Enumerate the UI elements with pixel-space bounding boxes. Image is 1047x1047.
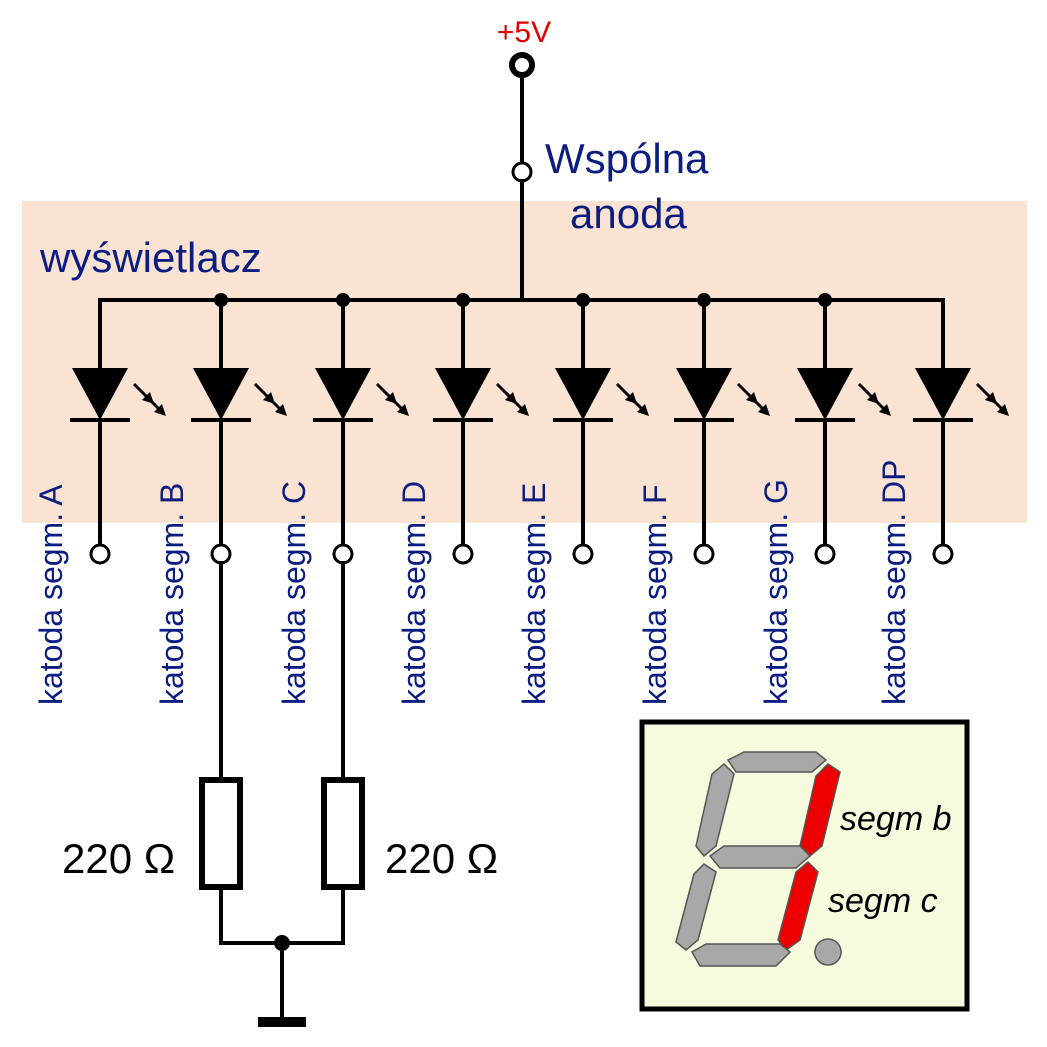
seven-segment-display: segm b segm c bbox=[639, 719, 970, 1012]
led-diode-icon bbox=[193, 368, 249, 420]
cathode-terminal-icon bbox=[210, 543, 232, 565]
segment-e bbox=[675, 863, 717, 951]
light-arrowhead bbox=[879, 404, 891, 416]
led-diode-icon bbox=[555, 368, 611, 420]
light-arrowhead bbox=[997, 404, 1009, 416]
resistor-left-label: 220 Ω bbox=[62, 835, 175, 882]
cathode-label-e: katoda segm. E bbox=[516, 483, 552, 705]
cathode-label-a: katoda segm. A bbox=[33, 484, 69, 705]
resistor-network bbox=[199, 561, 365, 1027]
cathode-label-h: katoda segm. DP bbox=[876, 460, 912, 705]
anode-terminal-icon bbox=[511, 161, 533, 183]
segment-g bbox=[708, 845, 812, 869]
cathode-terminal-icon bbox=[814, 543, 836, 565]
segment-f bbox=[695, 762, 735, 858]
bus-junction-dot bbox=[576, 293, 590, 307]
led-diode-icon bbox=[315, 368, 371, 420]
display-label: wyświetlacz bbox=[39, 234, 262, 281]
display-region bbox=[22, 201, 1027, 523]
bus-junction-dot bbox=[697, 293, 711, 307]
anode-label-line1: Wspólna bbox=[545, 135, 709, 182]
cathode-terminal-icon bbox=[89, 543, 111, 565]
cathode-terminal-icon bbox=[932, 543, 954, 565]
segment-d bbox=[690, 943, 792, 967]
cathode-label-b: katoda segm. B bbox=[154, 483, 190, 705]
cathode-terminal-icon bbox=[572, 543, 594, 565]
supply-label: +5V bbox=[497, 16, 551, 49]
bus-junction-dot bbox=[336, 293, 350, 307]
cathode-label-c: katoda segm. C bbox=[276, 481, 312, 705]
led-diode-icon bbox=[676, 368, 732, 420]
cathode-label-f: katoda segm. F bbox=[637, 484, 673, 705]
segment-dp bbox=[814, 938, 842, 966]
segment-c-label: segm c bbox=[828, 882, 938, 920]
light-arrowhead bbox=[154, 404, 166, 416]
resistor-right-label: 220 Ω bbox=[385, 835, 498, 882]
led-diode-icon bbox=[915, 368, 971, 420]
light-arrowhead bbox=[397, 404, 409, 416]
led-diode-icon bbox=[435, 368, 491, 420]
led-array: katoda segm. A katoda segm. B katoda segm.… bbox=[33, 293, 1009, 705]
cathode-label-d: katoda segm. D bbox=[396, 481, 432, 705]
bus-junction-dot bbox=[214, 293, 228, 307]
bus-junction-dot bbox=[456, 293, 470, 307]
light-arrowhead bbox=[637, 404, 649, 416]
resistor-left-icon bbox=[199, 777, 243, 890]
cathode-label-g: katoda segm. G bbox=[758, 479, 794, 705]
cathode-terminal-icon bbox=[332, 543, 354, 565]
light-arrowhead bbox=[758, 404, 770, 416]
cathode-terminal-icon bbox=[452, 543, 474, 565]
segment-b-label: segm b bbox=[840, 800, 952, 838]
light-arrowhead bbox=[275, 404, 287, 416]
led-diode-icon bbox=[797, 368, 853, 420]
ground-icon bbox=[258, 1017, 306, 1027]
light-arrowhead bbox=[517, 404, 529, 416]
anode-label-line2: anoda bbox=[570, 190, 687, 237]
bus-junction-dot bbox=[818, 293, 832, 307]
led-diode-icon bbox=[72, 368, 128, 420]
resistor-right-icon bbox=[321, 777, 365, 890]
cathode-terminal-icon bbox=[693, 543, 715, 565]
supply-terminal-icon bbox=[509, 52, 535, 78]
segment-a bbox=[726, 751, 828, 773]
